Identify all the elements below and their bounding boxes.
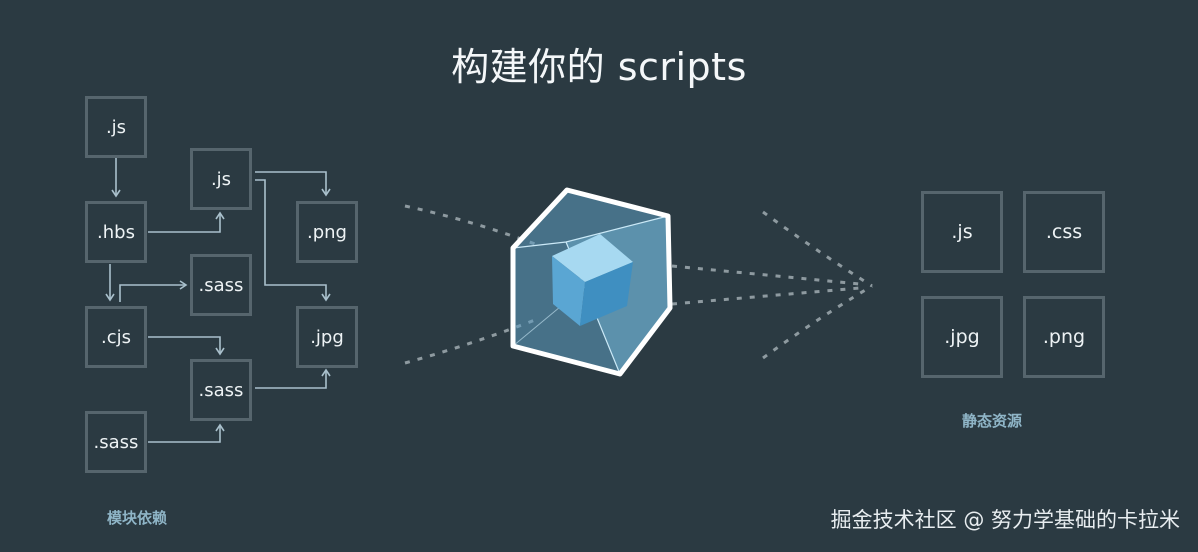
module-js-mid: .js (190, 148, 252, 210)
module-cjs: .cjs (85, 306, 147, 368)
module-sass-bottom: .sass (85, 411, 147, 473)
arrow-js-to-png (255, 171, 331, 197)
flow-line-mid-bottom (671, 286, 861, 306)
watermark: 掘金技术社区 @ 努力学基础的卡拉米 (830, 508, 1180, 532)
module-sass-mid: .sass (190, 359, 252, 421)
flow-line-right-arc-top (762, 210, 873, 288)
module-js-top: .js (85, 96, 147, 158)
asset-png: .png (1023, 296, 1105, 378)
diagram-title: 构建你的 scripts (451, 45, 747, 89)
asset-js: .js (921, 191, 1003, 273)
module-sass-top: .sass (190, 254, 252, 316)
arrow-sass-to-sass-mid (148, 423, 225, 443)
module-png: .png (296, 201, 358, 263)
webpack-cube-icon (510, 187, 673, 377)
dependency-arrows (105, 158, 331, 443)
arrow-cjs-to-sass (119, 280, 188, 302)
modules-caption: 模块依赖 (107, 509, 168, 527)
assets-caption: 静态资源 (962, 412, 1023, 430)
module-jpg: .jpg (296, 306, 358, 368)
arrow-js-to-jpg (255, 179, 331, 302)
asset-css: .css (1023, 191, 1105, 273)
asset-jpg: .jpg (921, 296, 1003, 378)
module-hbs: .hbs (85, 201, 147, 263)
flow-line-right-arc-bottom (762, 284, 873, 360)
arrow-cjs-to-sass-mid (148, 336, 225, 356)
flow-line-top-left (404, 204, 536, 246)
arrow-sass-mid-to-jpg (255, 368, 331, 389)
arrow-hbs-to-js (148, 211, 225, 233)
flow-line-mid-top (671, 264, 861, 286)
